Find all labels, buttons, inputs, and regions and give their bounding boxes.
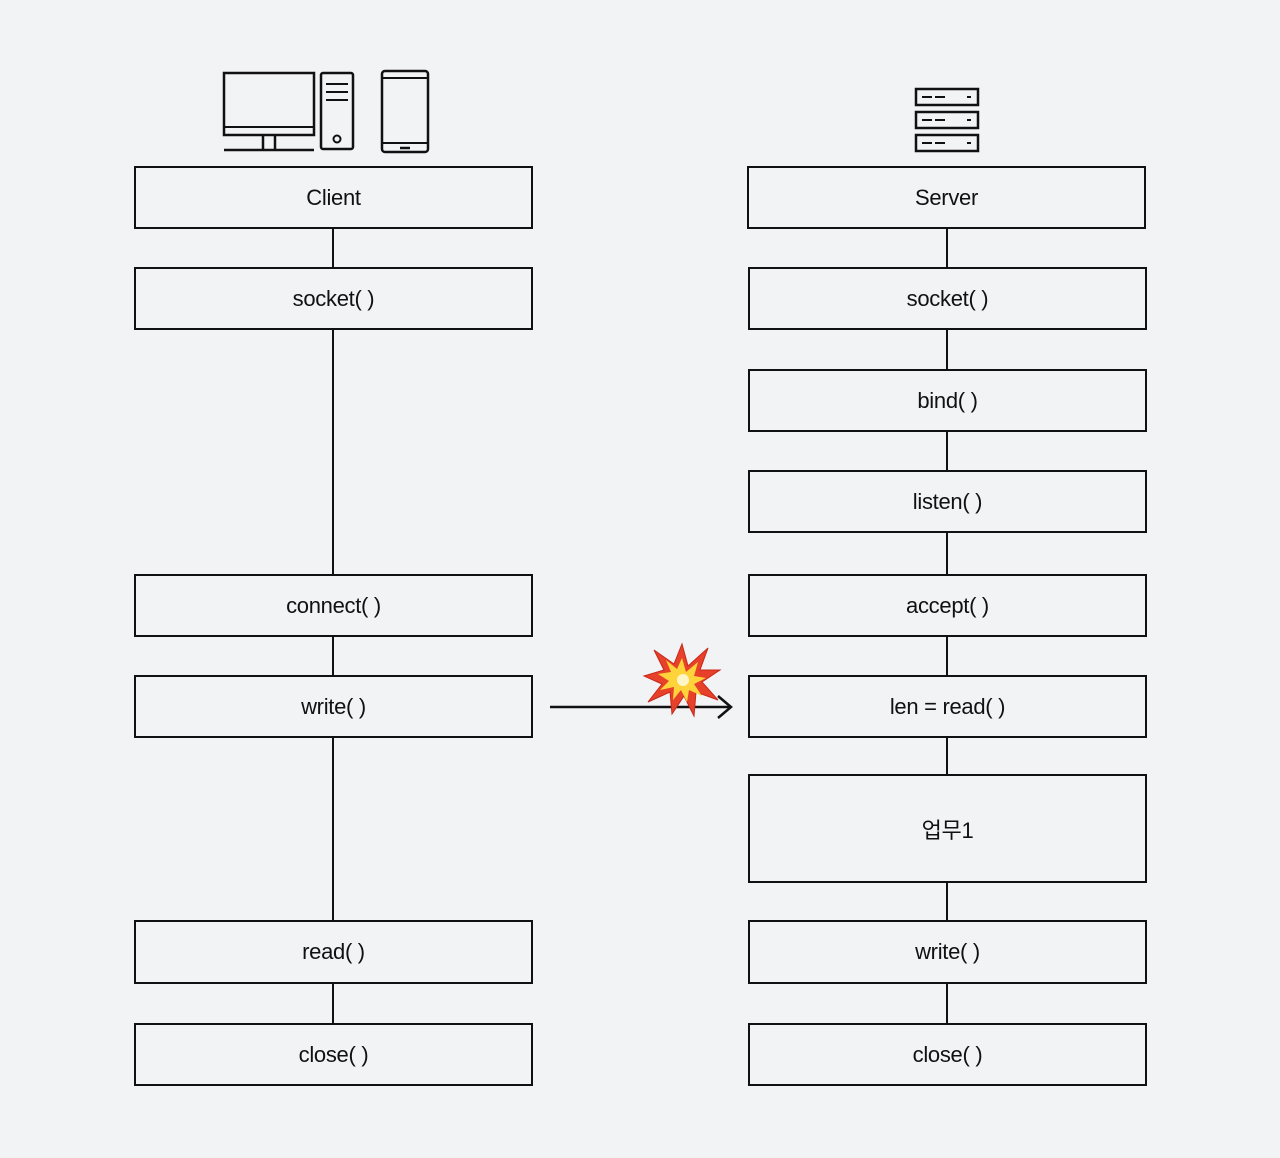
client-step-label: close( ) [298, 1041, 369, 1067]
server-step-label: bind( ) [917, 387, 978, 413]
client-title-box: Client [134, 166, 533, 229]
client-connector [332, 636, 334, 676]
server-step-label: len = read( ) [889, 693, 1006, 719]
client-read-box: read( ) [134, 920, 533, 984]
server-connector [946, 882, 948, 921]
server-step-label: close( ) [912, 1041, 983, 1067]
server-step-label: 업무1 [921, 817, 974, 843]
server-task-box: 업무1 [748, 774, 1147, 883]
server-connector [946, 532, 948, 575]
server-write-box: write( ) [748, 920, 1147, 984]
server-connector [946, 431, 948, 471]
server-step-label: write( ) [915, 939, 980, 964]
client-connector [332, 329, 334, 575]
server-accept-box: accept( ) [748, 574, 1147, 637]
server-title: Server [915, 184, 978, 210]
collision-icon [642, 642, 722, 718]
server-listen-box: listen( ) [748, 470, 1147, 533]
server-connector [946, 329, 948, 370]
client-socket-box: socket( ) [134, 267, 533, 330]
server-close-box: close( ) [748, 1023, 1147, 1086]
desktop-computer-icon [222, 71, 316, 152]
server-step-label: listen( ) [912, 488, 983, 514]
client-connector [332, 737, 334, 921]
client-close-box: close( ) [134, 1023, 533, 1086]
server-socket-box: socket( ) [748, 267, 1147, 330]
client-connector [332, 228, 334, 268]
server-step-label: accept( ) [906, 592, 989, 618]
server-bind-box: bind( ) [748, 369, 1147, 432]
server-title-box: Server [747, 166, 1146, 229]
request-arrow [550, 695, 733, 719]
client-step-label: connect( ) [286, 592, 381, 618]
client-step-label: write( ) [301, 693, 366, 719]
client-connector [332, 983, 334, 1024]
server-connector [946, 636, 948, 676]
server-rack-icon [914, 87, 980, 153]
server-step-label: socket( ) [906, 285, 989, 311]
client-connect-box: connect( ) [134, 574, 533, 637]
server-connector [946, 737, 948, 775]
client-write-box: write( ) [134, 675, 533, 738]
client-title: Client [306, 184, 361, 210]
client-step-label: socket( ) [292, 285, 375, 311]
client-step-label: read( ) [302, 939, 365, 964]
server-connector [946, 228, 948, 268]
server-connector [946, 983, 948, 1024]
smartphone-icon [380, 69, 430, 154]
server-read-box: len = read( ) [748, 675, 1147, 738]
pc-tower-icon [319, 71, 355, 151]
